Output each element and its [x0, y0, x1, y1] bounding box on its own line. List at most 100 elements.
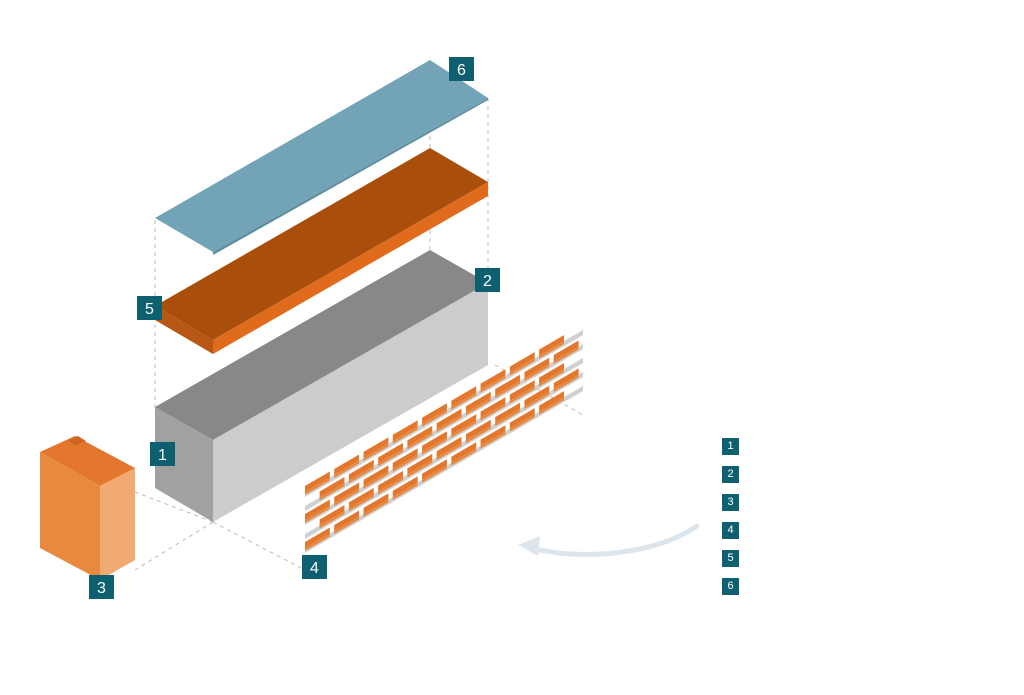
course-brick [319, 504, 345, 526]
badge-4-label: 4 [310, 560, 319, 577]
course-brick [451, 414, 477, 435]
legend-item: 6 [722, 577, 842, 595]
course-brick-edge [305, 533, 330, 551]
course-brick-edge [407, 431, 433, 450]
course-brick-edge [334, 460, 360, 478]
course-brick [392, 420, 418, 441]
block-left-face [155, 407, 213, 522]
course-brick-edge [509, 358, 535, 376]
course-brick-edge [378, 448, 404, 467]
course-brick [509, 380, 535, 401]
course-brick-edge [480, 375, 506, 393]
course-brick-edge [495, 380, 521, 399]
course-brick [436, 436, 462, 458]
course-brick-edge [436, 442, 462, 461]
course-brick [539, 363, 564, 384]
course-brick [305, 471, 330, 492]
course-brick-edge [509, 386, 535, 404]
badge-1-label: 1 [158, 447, 167, 464]
course-brick-edge [392, 454, 418, 472]
course-brick [422, 431, 447, 452]
course-brick [422, 403, 447, 424]
course-brick [334, 454, 360, 475]
course-brick-edge [392, 426, 418, 444]
course-brick [509, 408, 535, 429]
course-brick-edge [495, 408, 521, 427]
legend-item: 1 [722, 437, 842, 455]
course-brick-edge [363, 499, 389, 517]
legend-badge: 3 [722, 493, 739, 511]
course-brick [480, 425, 506, 446]
course-brick-edge [524, 391, 550, 410]
course-brick [553, 368, 579, 390]
course-brick [348, 487, 374, 509]
course-brick [539, 391, 564, 412]
course-brick-edge [422, 437, 447, 455]
curved-arrow [518, 523, 700, 557]
block-top-face [155, 250, 488, 440]
course-brick [305, 527, 330, 548]
legend-item: 2 [722, 465, 842, 483]
course-brick-edge [305, 477, 330, 495]
course-brick-edge [553, 346, 579, 365]
course-brick-edge [348, 465, 374, 484]
course-brick-edge [480, 403, 506, 421]
course-brick-edge [422, 465, 447, 483]
course-brick [451, 386, 477, 407]
course-brick-edge [539, 369, 564, 387]
course-brick [524, 357, 550, 379]
course-brick-edge [436, 414, 462, 433]
course-brick [451, 442, 477, 463]
course-brick-edge [334, 488, 360, 506]
course-brick [539, 335, 564, 356]
course-brick-edge [553, 374, 579, 393]
course-brick [319, 476, 345, 498]
badge-2-label: 2 [483, 273, 492, 290]
course-brick-edge [422, 409, 447, 427]
course-brick-edge [451, 420, 477, 438]
course-brick-edge [539, 341, 564, 359]
course-brick [334, 482, 360, 503]
legend: 1 2 3 4 5 6 [722, 437, 842, 605]
badge-4: 4 [302, 555, 327, 579]
badge-6: 6 [449, 57, 474, 81]
badge-2: 2 [475, 268, 500, 292]
course-brick [524, 385, 550, 407]
top-panel-layer [155, 60, 488, 252]
course-brick [363, 465, 389, 486]
course-brick [553, 340, 579, 362]
course-brick-edge [319, 510, 345, 529]
course-brick [407, 425, 433, 447]
course-brick-edge [363, 443, 389, 461]
course-brick [480, 397, 506, 418]
legend-item: 4 [722, 521, 842, 539]
course-brick [378, 442, 404, 464]
course-brick-edge [524, 363, 550, 382]
badge-3-label: 3 [97, 580, 106, 597]
block-front-face [213, 283, 488, 522]
legend-badge: 2 [722, 465, 739, 483]
badge-5: 5 [137, 296, 162, 320]
course-brick [378, 470, 404, 492]
course-brick-edge [480, 431, 506, 449]
course-brick-edge [378, 476, 404, 495]
course-brick [305, 499, 330, 520]
course-brick [465, 419, 491, 441]
course-brick-edge [305, 505, 330, 523]
course-brick-edge [348, 493, 374, 512]
course-brick [436, 408, 462, 430]
orange-layer-top [155, 148, 488, 340]
course-brick-edge [334, 516, 360, 534]
legend-badge: 1 [722, 437, 739, 455]
course-brick [363, 437, 389, 458]
badge-6-label: 6 [457, 62, 466, 79]
course-brick [348, 459, 374, 481]
orange-layer-left [155, 306, 213, 354]
course-brick-edge [319, 482, 345, 501]
course-brick [407, 453, 433, 475]
legend-badge: 4 [722, 521, 739, 539]
course-brick [422, 459, 447, 480]
legend-item: 5 [722, 549, 842, 567]
course-brick-edge [451, 392, 477, 410]
